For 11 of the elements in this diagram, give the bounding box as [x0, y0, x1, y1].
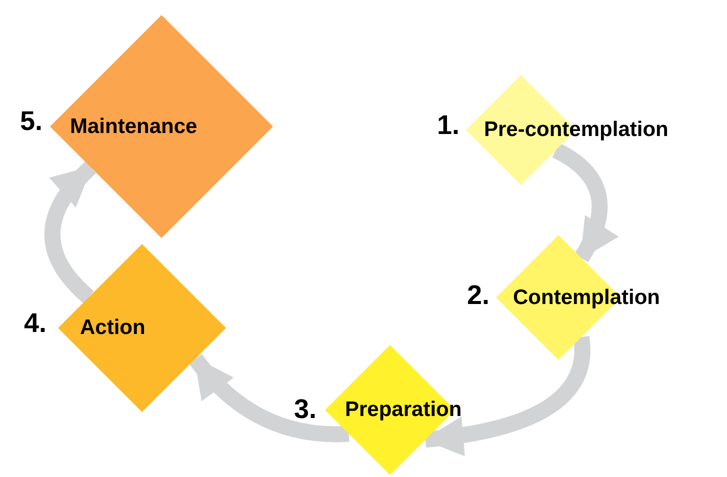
- stage-label: Pre-contemplation: [484, 119, 668, 140]
- step-number: 2.: [467, 282, 490, 309]
- step-number: 1.: [437, 112, 460, 139]
- step-number: 3.: [294, 396, 317, 423]
- stage-label: Maintenance: [70, 116, 198, 136]
- curved-arrow: [423, 336, 590, 456]
- curved-arrow: [552, 143, 618, 262]
- curved-arrow: [188, 354, 350, 442]
- stage-label: Action: [80, 317, 146, 338]
- step-number: 5.: [20, 108, 43, 135]
- step-number: 4.: [24, 310, 47, 337]
